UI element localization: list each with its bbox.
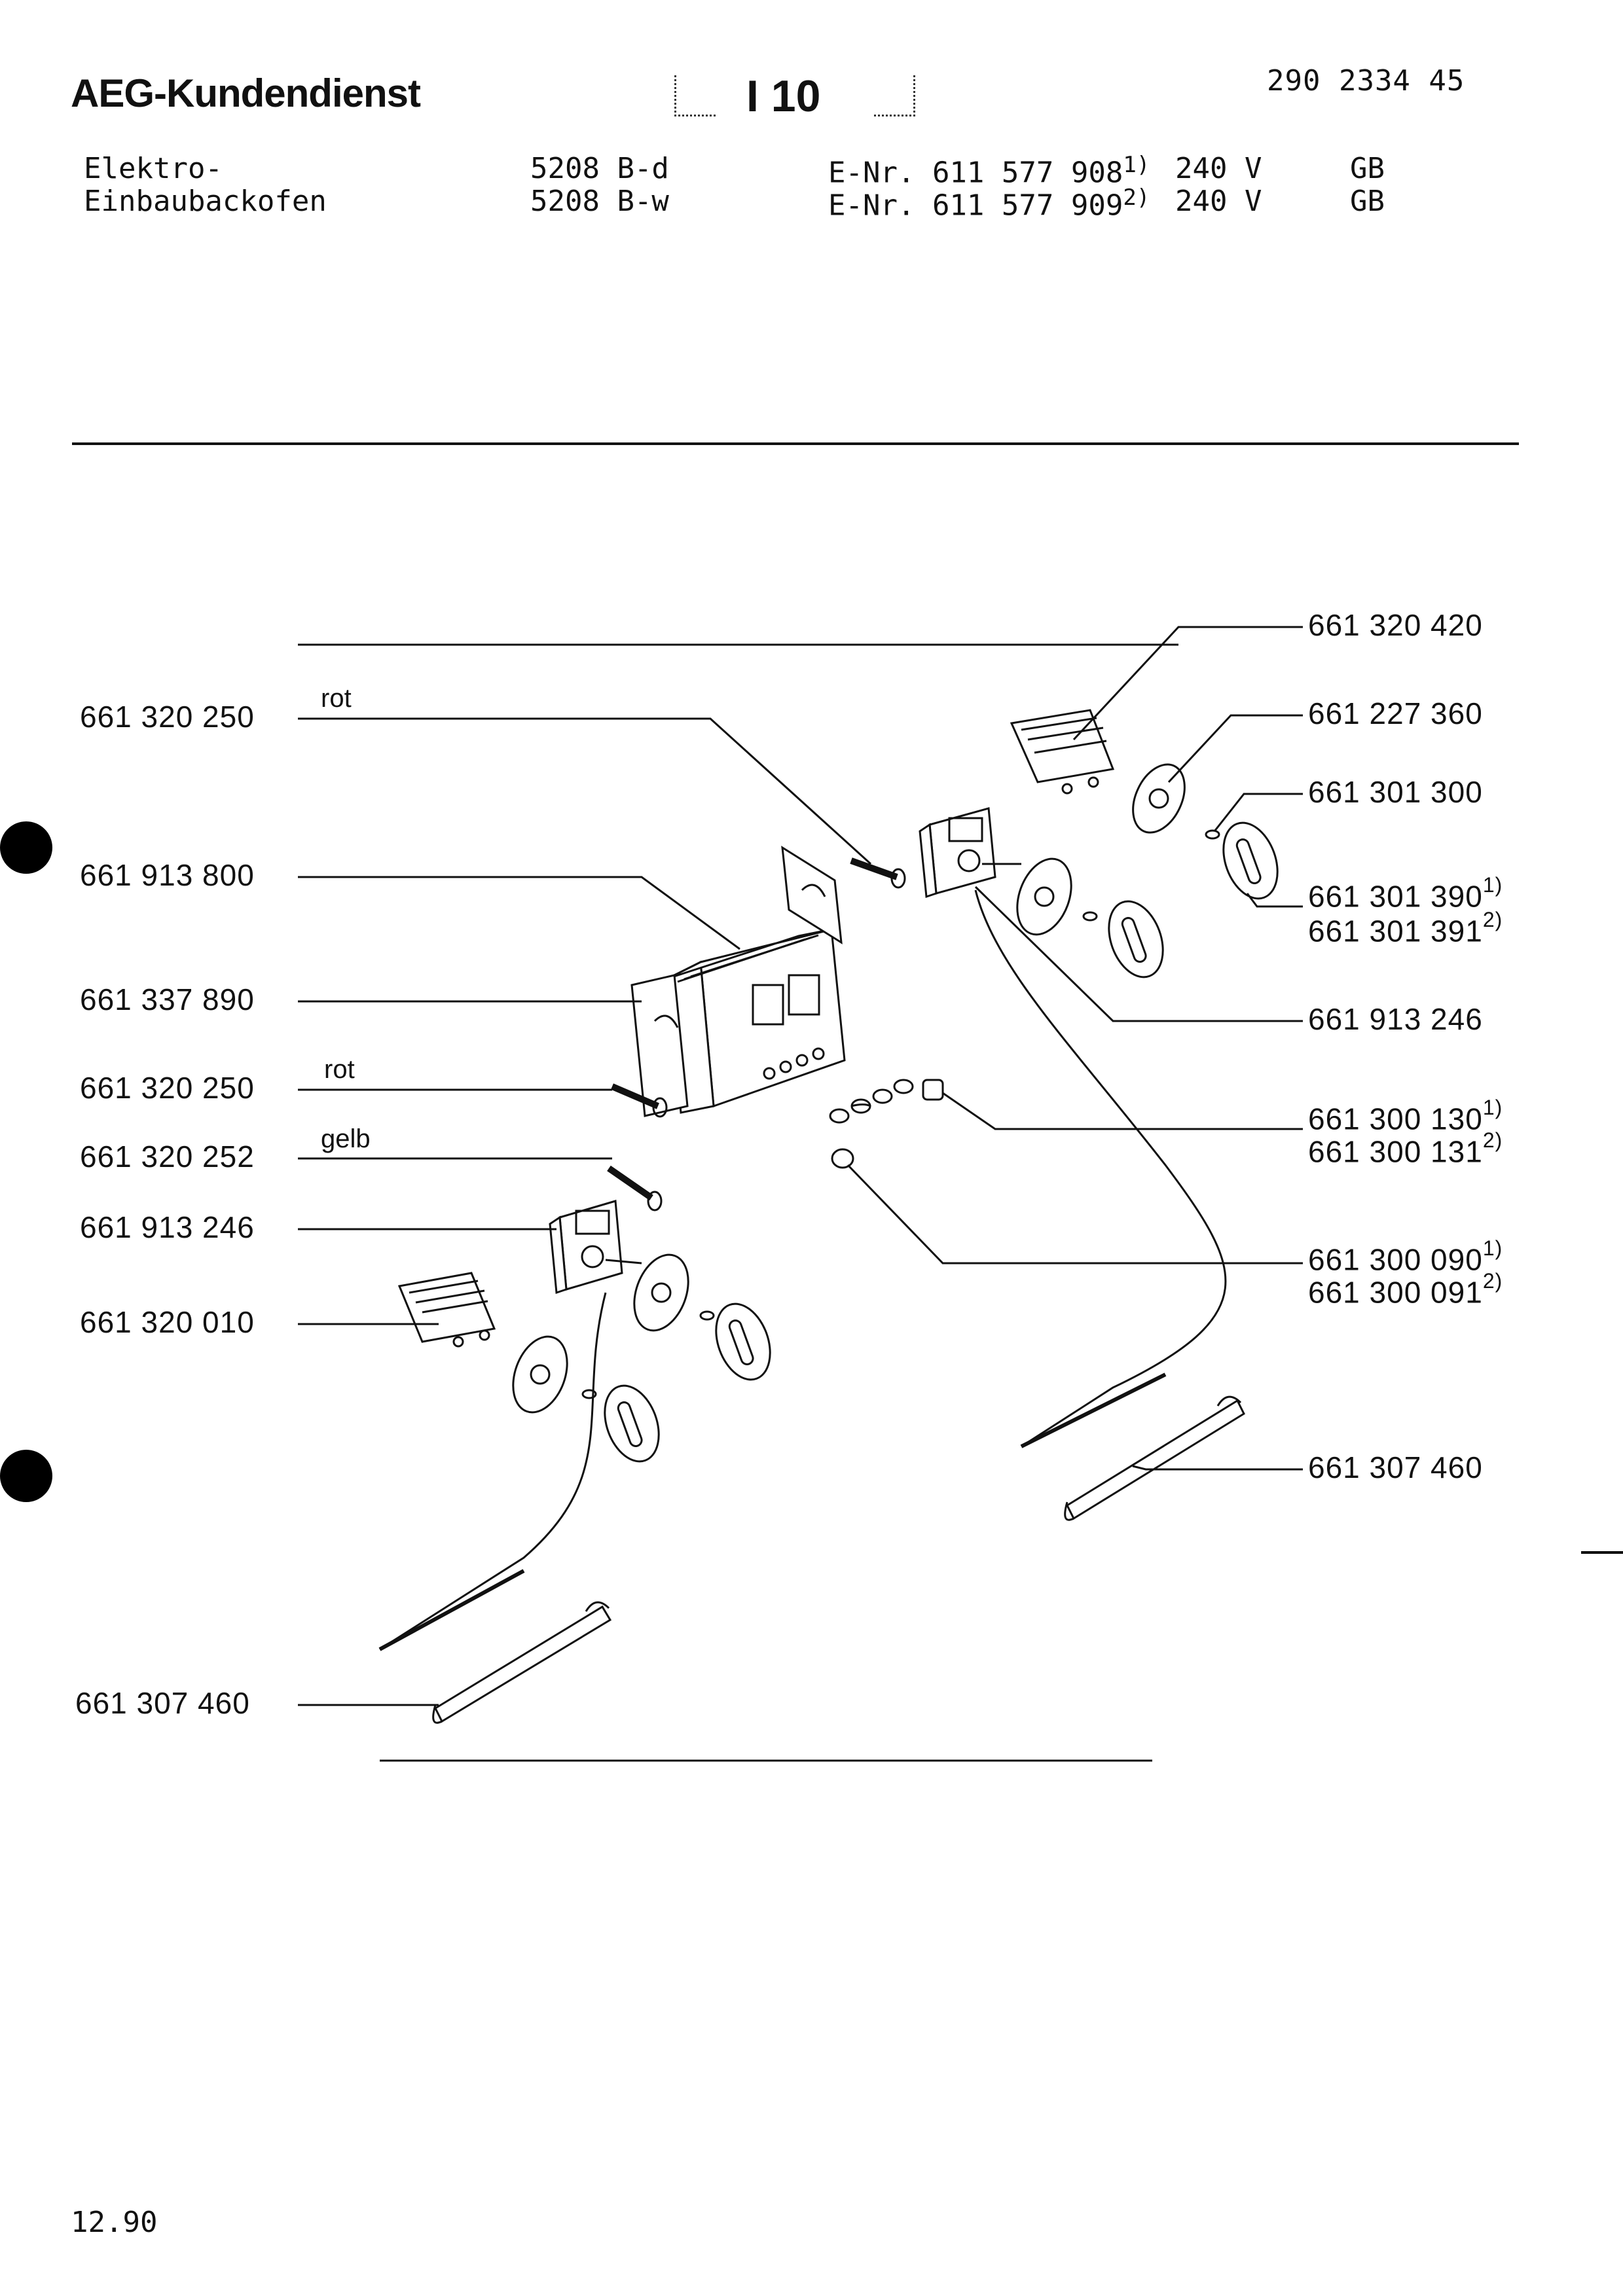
lower-left-knob	[604, 1384, 660, 1463]
leader-661-913-800	[298, 876, 740, 950]
product-line-1: Elektro-	[84, 152, 223, 185]
indicator-lamps	[829, 1079, 944, 1169]
part-right-9-note: 1)	[1482, 1236, 1503, 1260]
section-code: I 10	[746, 71, 821, 121]
part-right-4-number: 661 301 390	[1308, 879, 1483, 914]
part-label-right-7: 661 300 1301)	[1308, 1096, 1503, 1136]
voltage-2: 240 V	[1175, 185, 1262, 218]
model-2: 5208 B-w	[530, 185, 669, 218]
leader-661-307-460-right	[1132, 1465, 1303, 1471]
part-right-9-number: 661 300 090	[1308, 1242, 1483, 1277]
section-bracket-left	[674, 75, 716, 117]
leader-661-300-130	[942, 1092, 1303, 1130]
part-label-right-5: 661 301 3912)	[1308, 908, 1503, 948]
lower-sensor-probe	[378, 1569, 525, 1651]
enr-2: E-Nr. 611 577 9092)	[828, 185, 1150, 223]
part-right-7-number: 661 300 130	[1308, 1102, 1483, 1136]
part-right-4-note: 1)	[1482, 873, 1503, 897]
part-right-10-number: 661 300 091	[1308, 1275, 1483, 1310]
enr-1-note: 1)	[1123, 152, 1150, 178]
glow-lamp-top	[850, 857, 906, 889]
part-label-left-7: 661 320 010	[80, 1305, 255, 1339]
part-label-right-11: 661 307 460	[1308, 1450, 1483, 1484]
part-label-right-3: 661 301 300	[1308, 775, 1483, 809]
punch-hole-mark-bottom	[0, 1450, 52, 1502]
header-divider	[72, 442, 1519, 445]
wire-label-gelb: gelb	[321, 1124, 371, 1153]
section-bracket-right	[874, 75, 915, 117]
part-label-left-6: 661 913 246	[80, 1210, 255, 1244]
lower-terminal-block	[397, 1272, 496, 1348]
timer-module	[630, 846, 846, 1117]
leader-661-301-300	[1213, 793, 1303, 832]
part-label-left-5: 661 320 252	[80, 1139, 255, 1174]
lamp-holder	[831, 1148, 854, 1169]
brand-title: AEG-Kundendienst	[71, 71, 421, 115]
part-right-5-note: 2)	[1482, 908, 1503, 931]
part-label-left-8: 661 307 460	[75, 1686, 250, 1720]
leader-661-320-420	[1072, 626, 1303, 741]
glow-lamp-low	[607, 1165, 663, 1211]
leader-661-320-250-top	[298, 717, 872, 865]
upper-bezel-ring	[1132, 763, 1186, 834]
leader-661-913-246-right	[974, 886, 1303, 1022]
document-number: 290 2334 45	[1267, 64, 1465, 98]
upper-sensor-probe	[1020, 1372, 1167, 1448]
leader-661-300-090	[847, 1164, 1303, 1265]
part-right-5-number: 661 301 391	[1308, 914, 1483, 948]
part-label-left-2: 661 913 800	[80, 858, 255, 892]
part-right-8-note: 2)	[1482, 1128, 1503, 1152]
leader-661-301-390	[1246, 893, 1303, 908]
lower-capillary-tube	[379, 1292, 607, 1651]
part-label-right-6: 661 913 246	[1308, 1002, 1483, 1036]
middle-knob	[1108, 900, 1164, 978]
voltage-1: 240 V	[1175, 152, 1262, 185]
country-2: GB	[1350, 185, 1385, 218]
part-label-right-2: 661 227 360	[1308, 696, 1483, 730]
part-label-right-8: 661 300 1312)	[1308, 1128, 1503, 1169]
print-date: 12.90	[71, 2206, 158, 2239]
upper-terminal-block	[1010, 709, 1115, 795]
part-label-right-10: 661 300 0912)	[1308, 1269, 1503, 1310]
lower-left-bezel	[512, 1335, 568, 1414]
country-1: GB	[1350, 152, 1385, 185]
model-1: 5208 B-d	[530, 152, 669, 185]
upper-capillary-tube	[974, 889, 1227, 1448]
upper-sensor-clamp	[1064, 1395, 1245, 1521]
part-label-right-1: 661 320 420	[1308, 608, 1483, 642]
part-right-10-note: 2)	[1482, 1269, 1503, 1293]
part-label-right-4: 661 301 3901)	[1308, 873, 1503, 914]
lower-rotary-switch	[549, 1200, 642, 1295]
edge-tick-mark	[1581, 1551, 1623, 1554]
wire-label-rot-2: rot	[324, 1055, 355, 1084]
part-label-left-3: 661 337 890	[80, 982, 255, 1016]
upper-rotary-switch	[919, 807, 1021, 899]
upper-knob-right	[1222, 821, 1279, 900]
upper-clip	[1205, 829, 1220, 840]
part-label-left-4: 661 320 250	[80, 1071, 255, 1105]
lower-bezel-ring	[633, 1253, 689, 1332]
punch-hole-mark-top	[0, 821, 52, 874]
enr-2-note: 2)	[1123, 185, 1150, 211]
enr-1: E-Nr. 611 577 9081)	[828, 152, 1150, 190]
lower-sensor-clamp	[432, 1601, 612, 1724]
part-right-8-number: 661 300 131	[1308, 1134, 1483, 1169]
part-label-left-1: 661 320 250	[80, 700, 255, 734]
wire-label-rot-1: rot	[321, 684, 352, 713]
product-line-2: Einbaubackofen	[84, 185, 327, 218]
part-right-7-note: 1)	[1482, 1096, 1503, 1119]
part-label-right-9: 661 300 0901)	[1308, 1236, 1503, 1277]
leader-661-227-360	[1167, 714, 1303, 783]
middle-bezel-ring	[1016, 857, 1072, 936]
lower-knob	[715, 1302, 771, 1381]
enr-2-text: E-Nr. 611 577 909	[828, 188, 1123, 223]
enr-1-text: E-Nr. 611 577 908	[828, 156, 1123, 190]
glow-lamp-mid	[611, 1083, 668, 1118]
leader-lines	[298, 626, 1303, 1706]
